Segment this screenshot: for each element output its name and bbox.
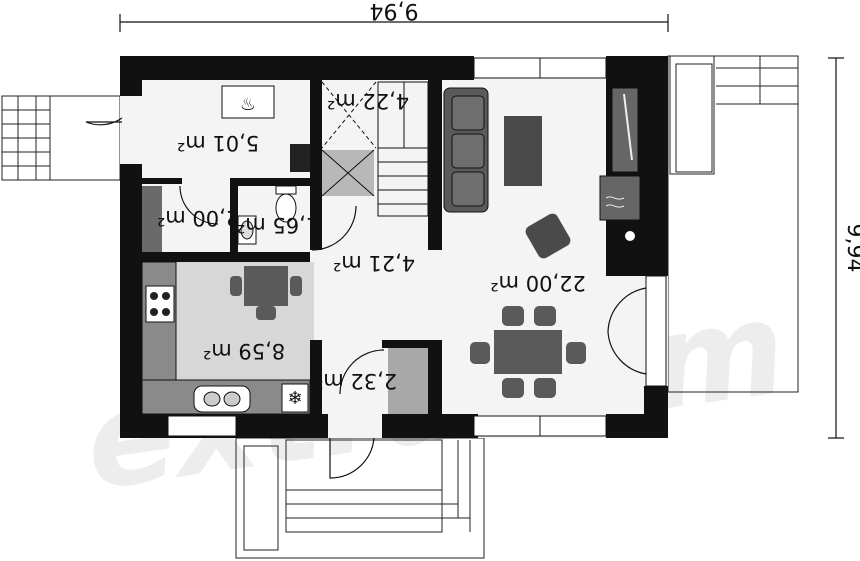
armchair xyxy=(525,213,571,259)
windows xyxy=(167,57,667,437)
dining-table xyxy=(470,306,586,398)
fireplace-icon: ♨ xyxy=(221,85,275,119)
room-area-stairs: 4,22 m² xyxy=(327,89,409,113)
right-dimension: 9,94 xyxy=(828,57,860,439)
room-area-living: 22,00 m² xyxy=(490,271,586,295)
staircase xyxy=(321,81,429,217)
room-area-utility: 2,32 m² xyxy=(315,369,397,393)
svg-text:♨: ♨ xyxy=(240,94,256,115)
room-labels: 5,01 m² 4,22 m² 2,00 m² 1,65 m² 4,21 m² … xyxy=(157,89,586,393)
sink-icon xyxy=(237,215,257,245)
sink-icon xyxy=(193,385,251,413)
kitchen-table xyxy=(230,266,302,320)
snowflake-icon: ❄ xyxy=(281,383,309,413)
sofa xyxy=(443,87,489,213)
room-area-corridor: 4,21 m² xyxy=(333,251,415,275)
tv-unit xyxy=(611,87,639,173)
right-terrace xyxy=(667,55,799,393)
room-area-storage: 2,00 m² xyxy=(157,206,239,230)
stove-icon xyxy=(145,285,175,323)
toilet-icon xyxy=(275,185,297,223)
boiler xyxy=(290,144,310,172)
wardrobe xyxy=(142,186,162,252)
utility-cabinet xyxy=(388,340,428,414)
room-area-wc: 1,65 m² xyxy=(237,213,319,237)
left-steps xyxy=(1,95,121,181)
stove-icon xyxy=(620,226,640,246)
width-dimension-label: 9,94 xyxy=(370,0,419,23)
doors xyxy=(85,117,647,479)
room-area-hall: 5,01 m² xyxy=(177,131,259,155)
room-area-kitchen: 8,59 m² xyxy=(203,339,285,363)
top-dimension: 9,94 xyxy=(119,0,669,32)
fireplace-icon xyxy=(599,175,641,221)
coffee-table xyxy=(504,116,542,186)
height-dimension-label: 9,94 xyxy=(842,224,860,273)
svg-text:❄: ❄ xyxy=(287,388,302,409)
